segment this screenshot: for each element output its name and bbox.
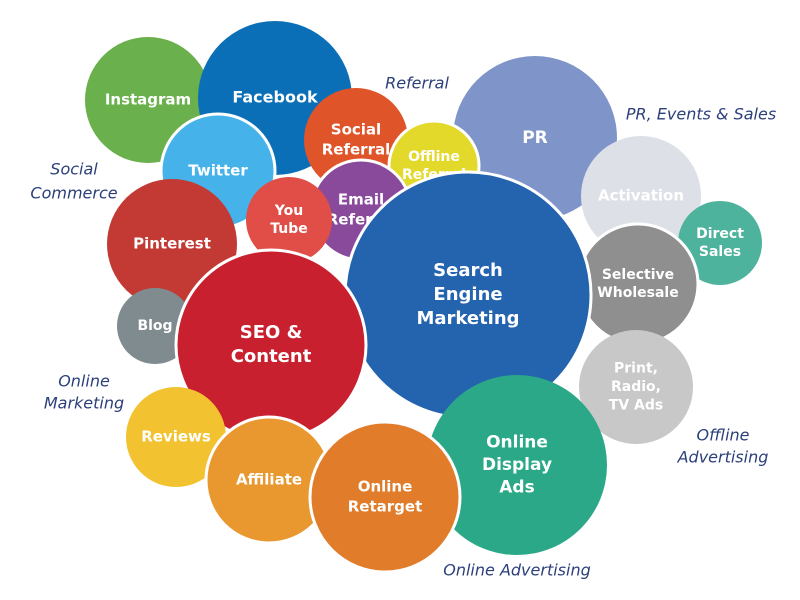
bubble-label-search-engine-marketing: Marketing	[416, 308, 519, 329]
bubble-label-print-radio-tv: Radio,	[611, 379, 661, 395]
bubble-label-online-retarget: Online	[358, 478, 413, 496]
bubble-affiliate: Affiliate	[204, 415, 334, 545]
group-label-referral: Referral	[385, 74, 449, 93]
bubble-label-search-engine-marketing: Engine	[433, 284, 502, 305]
bubble-circle-activation	[581, 136, 701, 256]
bubble-label-email-referral: Email	[338, 191, 384, 209]
bubble-label-print-radio-tv: Print,	[614, 361, 658, 377]
bubble-label-reviews: Reviews	[141, 428, 211, 446]
bubble-label-seo-content: Content	[231, 346, 312, 367]
bubble-circle-online-retarget	[308, 420, 462, 574]
bubble-label-social-referral: Referral	[322, 140, 390, 158]
bubble-blog: Blog	[117, 288, 193, 364]
bubble-label-youtube: You	[274, 203, 303, 219]
bubble-label-seo-content: SEO &	[240, 322, 303, 343]
bubble-label-online-display-ads: Display	[482, 455, 552, 475]
bubble-label-facebook: Facebook	[232, 88, 318, 107]
bubble-label-instagram: Instagram	[105, 91, 191, 109]
bubble-circle-blog	[117, 288, 193, 364]
group-label-offline-advertising: Offline	[696, 426, 749, 445]
bubble-reviews: Reviews	[126, 387, 226, 487]
bubble-label-search-engine-marketing: Search	[433, 260, 503, 281]
group-label-offline-advertising: Advertising	[677, 448, 769, 467]
group-label-social-commerce: Commerce	[30, 184, 117, 203]
bubble-label-direct-sales: Sales	[699, 244, 741, 260]
bubble-label-offline-referral: Offline	[408, 149, 460, 165]
bubble-label-social-referral: Social	[331, 121, 381, 139]
bubble-label-activation: Activation	[598, 187, 684, 205]
bubble-label-youtube: Tube	[270, 221, 308, 237]
bubble-label-online-display-ads: Online	[486, 433, 548, 453]
bubble-label-selective-wholesale: Wholesale	[597, 285, 678, 301]
bubble-circle-youtube	[246, 177, 332, 263]
group-label-online-marketing: Marketing	[44, 394, 124, 413]
bubble-label-pr: PR	[522, 128, 548, 148]
bubble-circle-direct-sales	[678, 201, 762, 285]
bubble-label-selective-wholesale: Selective	[602, 267, 674, 283]
bubble-circle-reviews	[126, 387, 226, 487]
bubble-label-twitter: Twitter	[188, 162, 248, 180]
bubble-label-direct-sales: Direct	[696, 226, 744, 242]
bubble-label-online-display-ads: Ads	[499, 477, 534, 497]
bubble-print-radio-tv: Print, Radio, TV Ads	[579, 330, 693, 444]
group-label-online-advertising: Online Advertising	[443, 561, 590, 580]
bubble-activation: Activation	[581, 136, 701, 256]
group-label-social-commerce: Social	[50, 160, 98, 179]
bubble-circle-online-display-ads	[427, 375, 607, 555]
bubble-circle-selective-wholesale	[576, 222, 700, 346]
bubble-label-print-radio-tv: TV Ads	[609, 397, 663, 413]
bubble-seo-content: SEO & Content	[174, 248, 368, 442]
group-label-online-marketing: Online	[58, 372, 110, 391]
bubble-label-affiliate: Affiliate	[236, 471, 302, 489]
bubble-label-pinterest: Pinterest	[133, 235, 211, 253]
bubble-label-blog: Blog	[137, 318, 172, 334]
group-label-pr-events-sales: PR, Events & Sales	[626, 105, 776, 124]
bubble-label-online-retarget: Retarget	[348, 497, 423, 515]
bubble-circle-print-radio-tv	[579, 330, 693, 444]
